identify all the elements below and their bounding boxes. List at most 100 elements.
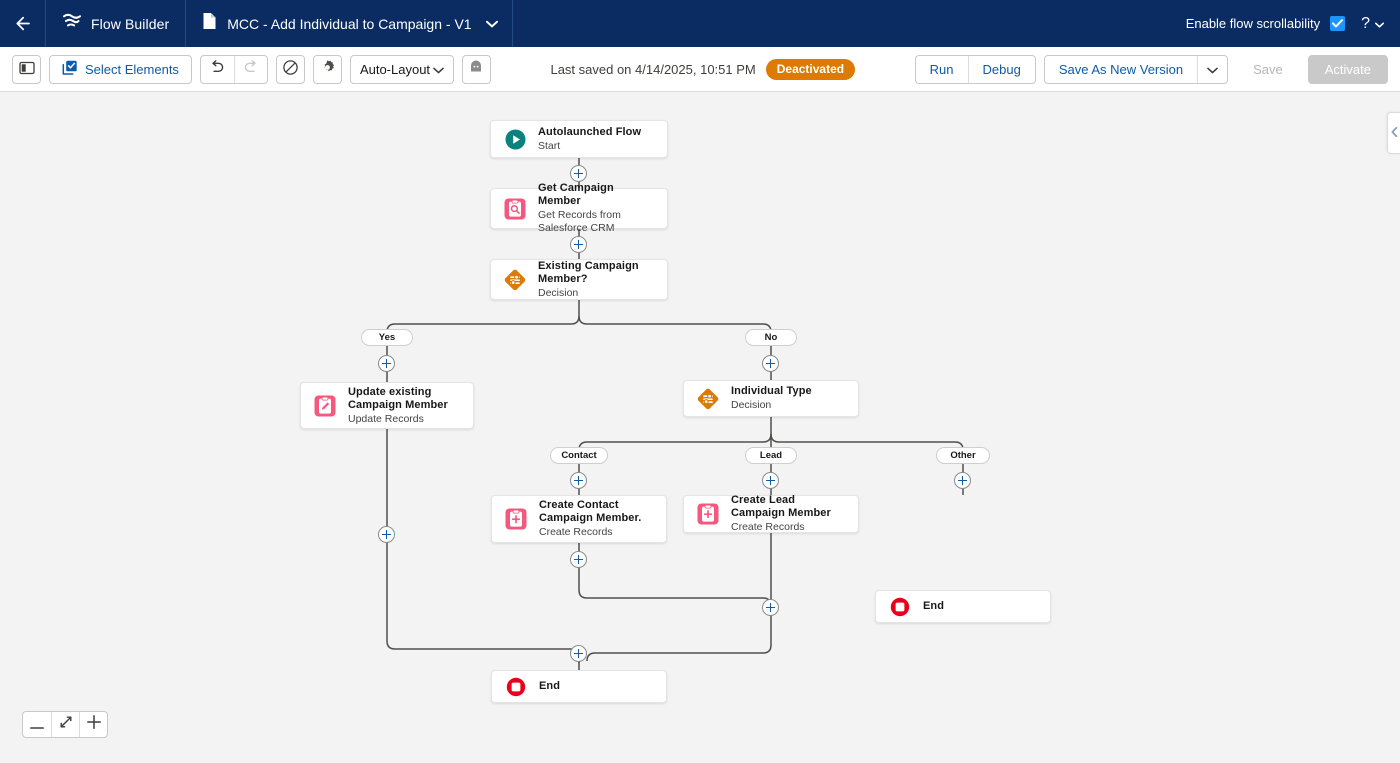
select-elements-icon bbox=[62, 60, 78, 79]
add-element-button[interactable] bbox=[570, 551, 587, 568]
flow-toolbar: Select Elements bbox=[0, 47, 1400, 92]
end-icon bbox=[888, 595, 912, 619]
toolbar-right-group: Run Debug Save As New Version Save Activ… bbox=[914, 54, 1388, 84]
branch-label-other[interactable]: Other bbox=[936, 447, 990, 464]
flow-node-create-contact-campaign-member[interactable]: Create Contact Campaign Member. Create R… bbox=[491, 495, 667, 543]
node-subtitle: Create Records bbox=[731, 521, 805, 533]
zoom-controls bbox=[22, 711, 108, 738]
chevron-down-icon bbox=[485, 15, 498, 33]
flow-canvas[interactable]: Autolaunched Flow Start Get Campaign Mem… bbox=[0, 92, 1400, 763]
help-icon: ? bbox=[1361, 14, 1370, 32]
add-element-button[interactable] bbox=[762, 472, 779, 489]
run-button[interactable]: Run bbox=[929, 61, 954, 77]
flow-node-update-existing-campaign-member[interactable]: Update existing Campaign Member Update R… bbox=[300, 382, 474, 429]
node-title: Autolaunched Flow bbox=[538, 125, 642, 138]
node-title: Existing Campaign Member? bbox=[538, 259, 639, 285]
flow-node-end-other-text: End bbox=[923, 600, 944, 613]
flow-node-get-campaign-member[interactable]: Get Campaign Member Get Records from Sal… bbox=[490, 182, 668, 234]
add-element-button[interactable] bbox=[954, 472, 971, 489]
debug-button[interactable]: Debug bbox=[967, 55, 1035, 83]
add-element-button[interactable] bbox=[378, 526, 395, 543]
branch-label-yes[interactable]: Yes bbox=[361, 329, 413, 346]
flow-node-start-text: Autolaunched Flow Start bbox=[538, 126, 641, 153]
paste-button[interactable] bbox=[461, 54, 491, 84]
help-menu[interactable]: ? bbox=[1355, 15, 1384, 33]
zoom-out-button[interactable] bbox=[23, 712, 51, 737]
get-records-icon bbox=[503, 197, 527, 221]
layout-mode-label: Auto-Layout bbox=[359, 61, 431, 77]
flow-node-get-campaign-member-text: Get Campaign Member Get Records from Sal… bbox=[538, 182, 655, 235]
no-changes-button[interactable] bbox=[275, 54, 305, 84]
flow-title-menu[interactable]: MCC - Add Individual to Campaign - V1 bbox=[186, 0, 513, 47]
branch-label-text: No bbox=[764, 332, 778, 343]
redo-icon bbox=[243, 59, 259, 79]
add-element-button[interactable] bbox=[570, 236, 587, 253]
toggle-left-panel-button[interactable] bbox=[12, 54, 41, 84]
zoom-in-button[interactable] bbox=[79, 712, 107, 737]
save-as-new-version-menu-button[interactable] bbox=[1197, 55, 1227, 83]
activate-button[interactable]: Activate bbox=[1307, 54, 1388, 84]
flow-scrollability-checkbox[interactable] bbox=[1330, 16, 1346, 31]
branch-label-contact[interactable]: Contact bbox=[550, 447, 608, 464]
create-records-icon bbox=[504, 507, 528, 531]
flow-builder-app-link[interactable]: Flow Builder bbox=[46, 0, 187, 47]
branch-label-lead[interactable]: Lead bbox=[745, 447, 797, 464]
flow-node-existing-campaign-member-decision-text: Existing Campaign Member? Decision bbox=[538, 260, 655, 300]
expand-right-panel-button[interactable] bbox=[1387, 112, 1400, 154]
zoom-to-fit-button[interactable] bbox=[51, 712, 79, 737]
decision-icon bbox=[696, 387, 720, 411]
select-elements-label: Select Elements bbox=[85, 61, 179, 77]
app-label: Flow Builder bbox=[91, 15, 170, 32]
flow-node-existing-campaign-member-decision[interactable]: Existing Campaign Member? Decision bbox=[490, 259, 668, 300]
prohibited-icon bbox=[282, 59, 299, 79]
paste-icon bbox=[468, 60, 484, 78]
flow-connectors bbox=[386, 158, 964, 675]
flow-scrollability-label: Enable flow scrollability bbox=[1185, 16, 1321, 31]
flow-node-start[interactable]: Autolaunched Flow Start bbox=[490, 120, 668, 158]
select-elements-button[interactable]: Select Elements bbox=[49, 54, 192, 84]
add-element-button[interactable] bbox=[378, 355, 395, 372]
branch-label-no[interactable]: No bbox=[745, 329, 797, 346]
global-header: Flow Builder MCC - Add Individual to Cam… bbox=[0, 0, 1400, 47]
side-panel-toggle-icon bbox=[18, 61, 35, 78]
add-element-button[interactable] bbox=[762, 599, 779, 616]
layout-mode-select[interactable]: Auto-Layout bbox=[349, 54, 454, 84]
flow-node-create-lead-campaign-member-text: Create Lead Campaign Member Create Recor… bbox=[731, 494, 846, 534]
chevron-left-icon bbox=[1391, 124, 1398, 142]
flow-node-individual-type-decision[interactable]: Individual Type Decision bbox=[683, 380, 859, 417]
flow-node-individual-type-decision-text: Individual Type Decision bbox=[731, 385, 812, 412]
chevron-down-icon bbox=[1375, 15, 1384, 33]
flow-builder-icon bbox=[62, 12, 82, 35]
flow-settings-button[interactable] bbox=[312, 54, 342, 84]
chevron-down-icon bbox=[433, 62, 444, 77]
fit-to-screen-icon bbox=[59, 715, 73, 734]
page-title: MCC - Add Individual to Campaign - V1 bbox=[227, 15, 472, 32]
back-button[interactable] bbox=[0, 0, 46, 47]
header-right-group: Enable flow scrollability ? bbox=[1186, 15, 1400, 33]
start-play-icon bbox=[503, 127, 527, 151]
save-button[interactable]: Save bbox=[1253, 61, 1283, 77]
end-icon bbox=[504, 675, 528, 699]
node-subtitle: Update Records bbox=[348, 412, 424, 425]
branch-label-text: Yes bbox=[378, 332, 396, 343]
add-element-button[interactable] bbox=[570, 165, 587, 182]
add-element-button[interactable] bbox=[570, 645, 587, 662]
save-as-new-version-button[interactable]: Save As New Version bbox=[1058, 61, 1184, 77]
flow-node-end-final[interactable]: End bbox=[491, 670, 667, 703]
node-subtitle: Get Records from Salesforce CRM bbox=[538, 209, 621, 234]
undo-redo-group bbox=[199, 54, 268, 84]
node-title: Create Contact Campaign Member. bbox=[539, 499, 642, 524]
flow-node-end-other[interactable]: End bbox=[875, 590, 1051, 623]
add-element-button[interactable] bbox=[762, 355, 779, 372]
undo-button[interactable] bbox=[201, 56, 234, 83]
branch-label-text: Contact bbox=[561, 450, 597, 461]
branch-label-text: Other bbox=[950, 450, 976, 461]
flow-node-create-lead-campaign-member[interactable]: Create Lead Campaign Member Create Recor… bbox=[683, 494, 859, 534]
add-element-button[interactable] bbox=[570, 472, 587, 489]
node-subtitle: Decision bbox=[538, 286, 579, 299]
node-subtitle: Create Records bbox=[539, 526, 613, 538]
save-as-new-version-group: Save As New Version bbox=[1043, 54, 1229, 84]
create-records-icon bbox=[696, 502, 720, 526]
redo-button[interactable] bbox=[233, 55, 267, 83]
last-saved-text: Last saved on 4/14/2025, 10:51 PM bbox=[550, 61, 756, 77]
